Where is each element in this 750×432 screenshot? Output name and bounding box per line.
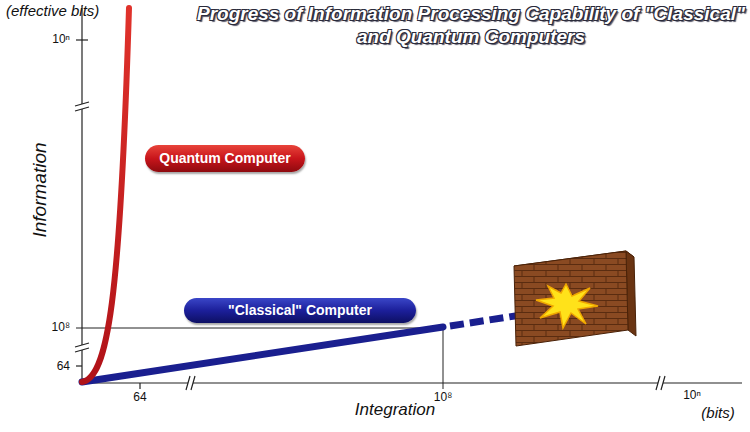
x-axis-title: Integration: [355, 400, 435, 420]
classical-computer-label: "Classical" Computer: [184, 298, 416, 323]
y-tick-label: 64: [57, 359, 70, 373]
x-tick-label: 10⁸: [434, 390, 452, 404]
tick: [76, 39, 88, 40]
x-axis-unit: (bits): [701, 404, 734, 421]
y-axis-title: Information: [29, 142, 51, 237]
x-tick-label: 64: [133, 390, 146, 404]
tick: [139, 383, 140, 389]
y-axis-unit: (effective bits): [6, 2, 99, 19]
axes: [76, 6, 742, 389]
quantum-computer-label: Quantum Computer: [145, 145, 305, 172]
guide-line: [443, 328, 444, 389]
axis-breaks: [75, 102, 665, 390]
guide-line: [76, 328, 443, 329]
tick: [76, 365, 82, 366]
quantum-curve: [82, 8, 129, 382]
y-tick-label: 10ⁿ: [52, 32, 70, 46]
x-tick-label: 10ⁿ: [683, 388, 701, 402]
chart-title: Progress of Information Processing Capab…: [196, 2, 746, 48]
node-text: "Classical" Computer: [228, 302, 372, 318]
y-tick-label: 10⁸: [52, 320, 70, 334]
impact-burst: [536, 284, 598, 328]
y-axis: [81, 6, 82, 383]
x-axis: [82, 382, 742, 383]
brick-wall: [514, 251, 636, 346]
node-text: Quantum Computer: [159, 150, 290, 166]
